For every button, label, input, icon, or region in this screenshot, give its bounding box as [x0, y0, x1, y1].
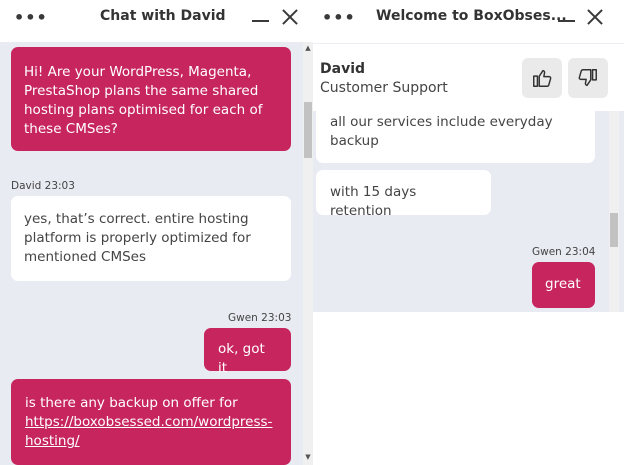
agent-message: with 15 days retention — [316, 170, 491, 219]
scroll-up-arrow[interactable]: ▲ — [305, 44, 311, 52]
more-dots-icon[interactable]: ••• — [14, 8, 48, 27]
agent-info-bar: David Customer Support — [313, 43, 624, 111]
agent-message: all our services include everyday backup — [316, 103, 595, 163]
scroll-thumb[interactable] — [610, 213, 618, 247]
agent-role: Customer Support — [320, 80, 448, 96]
thumbs-up-button[interactable] — [522, 58, 562, 98]
message-text: all our services include everyday backup — [330, 114, 553, 149]
thumbs-down-icon — [578, 69, 597, 87]
agent-name: David — [320, 61, 366, 77]
message-text: Hi! Are your WordPress, Magenta, PrestaS… — [24, 64, 263, 137]
more-dots-icon[interactable]: ••• — [322, 8, 356, 27]
visitor-message: Hi! Are your WordPress, Magenta, PrestaS… — [11, 47, 291, 151]
scroll-down-arrow[interactable]: ▼ — [305, 453, 311, 461]
minimize-icon[interactable] — [558, 20, 575, 22]
message-text: yes, that’s correct. entire hosting plat… — [24, 211, 251, 265]
agent-message: yes, that’s correct. entire hosting plat… — [11, 196, 291, 281]
scroll-thumb[interactable] — [304, 102, 312, 158]
thumbs-down-button[interactable] — [568, 58, 608, 98]
left-chat-header: ••• Chat with David — [0, 0, 313, 42]
message-meta: Gwen 23:03 — [228, 312, 292, 324]
message-link[interactable]: https://boxobsessed.com/wordpress-hostin… — [25, 414, 273, 449]
message-text: is there any backup on offer for — [25, 395, 238, 411]
message-text: ok, got it — [218, 341, 265, 376]
close-icon[interactable] — [281, 8, 299, 26]
right-message-list: all our services include everyday backup… — [313, 103, 609, 312]
minimize-icon[interactable] — [252, 20, 269, 22]
message-text: with 15 days retention — [330, 184, 417, 219]
close-icon[interactable] — [586, 8, 604, 26]
right-chat-header: ••• Welcome to BoxObses... — [313, 0, 624, 43]
message-text: great — [545, 276, 581, 292]
chat-window-title: Welcome to BoxObses... — [376, 8, 567, 24]
left-message-list: Hi! Are your WordPress, Magenta, PrestaS… — [0, 42, 303, 465]
message-meta: Gwen 23:04 — [532, 246, 596, 258]
thumbs-up-icon — [533, 69, 552, 87]
chat-window-title: Chat with David — [100, 8, 226, 24]
message-meta: David 23:03 — [11, 180, 75, 192]
left-chat-window: ••• Chat with David Hi! Are your WordPre… — [0, 0, 313, 465]
visitor-message: great — [532, 262, 595, 308]
left-scrollbar[interactable]: ▲ ▼ — [303, 42, 313, 465]
right-chat-window: ••• Welcome to BoxObses... David Custome… — [313, 0, 624, 312]
right-scrollbar[interactable] — [609, 111, 619, 312]
visitor-message: is there any backup on offer for https:/… — [11, 379, 291, 465]
visitor-message: ok, got it — [204, 328, 291, 376]
